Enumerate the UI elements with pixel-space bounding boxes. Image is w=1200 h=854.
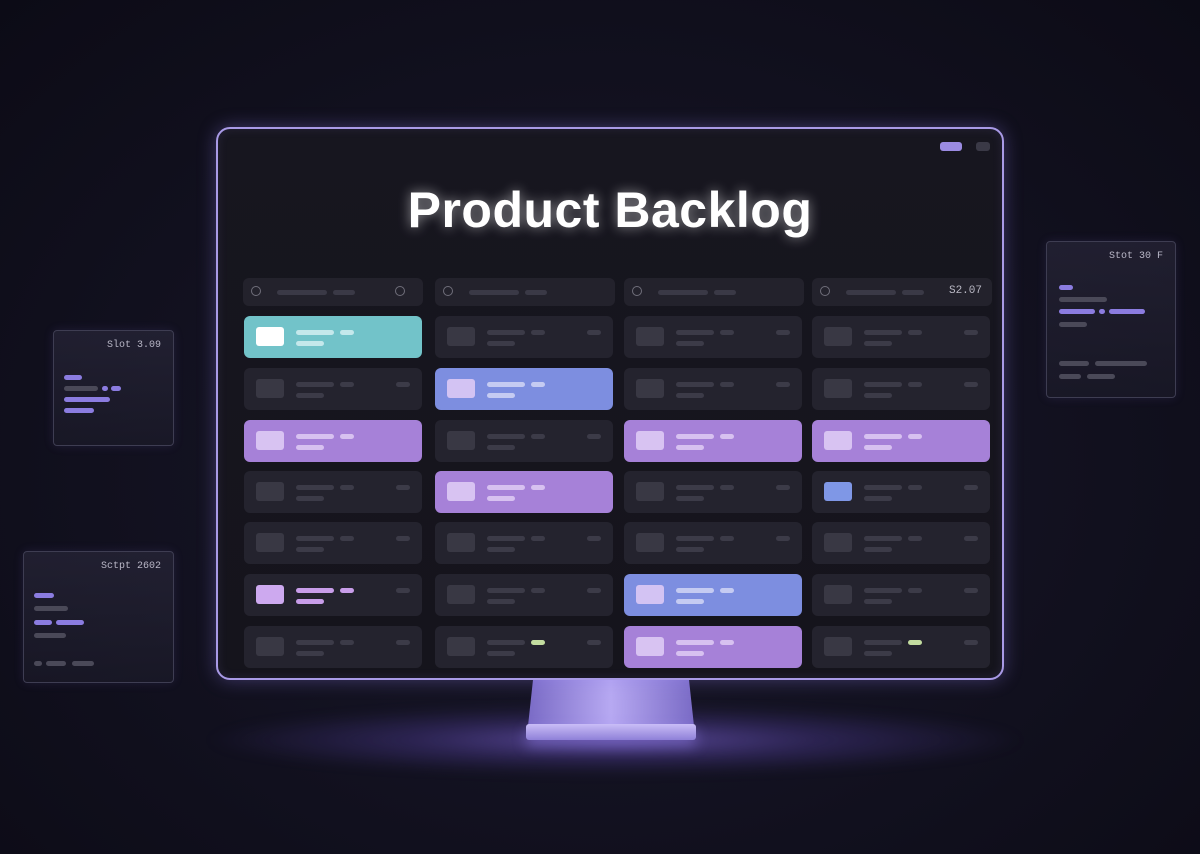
backlog-card[interactable] xyxy=(624,316,802,358)
backlog-card[interactable] xyxy=(244,574,422,616)
backlog-card[interactable] xyxy=(624,420,802,462)
column-header-4[interactable]: S2.07 xyxy=(812,278,992,306)
menu-icon[interactable] xyxy=(976,142,990,151)
page-title: Product Backlog xyxy=(407,182,813,238)
column-header-3[interactable] xyxy=(624,278,804,306)
backlog-card[interactable] xyxy=(812,368,990,410)
monitor-screen: Product Backlog S2.07 xyxy=(216,127,1004,680)
backlog-card[interactable] xyxy=(244,368,422,410)
circle-icon xyxy=(820,286,830,296)
column-header-2[interactable] xyxy=(435,278,615,306)
backlog-card[interactable] xyxy=(244,471,422,513)
play-icon[interactable] xyxy=(395,286,405,296)
monitor-base xyxy=(526,724,696,740)
backlog-card[interactable] xyxy=(435,522,613,564)
backlog-card[interactable] xyxy=(435,471,613,513)
backlog-card[interactable] xyxy=(435,626,613,668)
backlog-card[interactable] xyxy=(812,420,990,462)
window-toggle[interactable] xyxy=(940,142,962,151)
panel-label: Slot 3.09 xyxy=(106,340,161,351)
backlog-card[interactable] xyxy=(244,420,422,462)
backlog-card[interactable] xyxy=(244,316,422,358)
backlog-card[interactable] xyxy=(435,368,613,410)
backlog-card[interactable] xyxy=(624,368,802,410)
backlog-card[interactable] xyxy=(435,574,613,616)
backlog-card[interactable] xyxy=(624,574,802,616)
column-header-1[interactable] xyxy=(243,278,423,306)
backlog-card[interactable] xyxy=(435,420,613,462)
backlog-card[interactable] xyxy=(812,471,990,513)
backlog-card[interactable] xyxy=(244,522,422,564)
monitor-stand xyxy=(528,680,694,726)
column-label: S2.07 xyxy=(948,285,982,297)
backlog-card[interactable] xyxy=(812,522,990,564)
panel-label: Stot 30 F xyxy=(1108,251,1163,262)
floating-panel-right-top: Stot 30 F xyxy=(1046,241,1176,398)
backlog-card[interactable] xyxy=(624,522,802,564)
circle-icon xyxy=(632,286,642,296)
backlog-card[interactable] xyxy=(812,574,990,616)
backlog-card[interactable] xyxy=(244,626,422,668)
backlog-card[interactable] xyxy=(435,316,613,358)
floating-panel-left-bottom: Sctpt 2602 xyxy=(23,551,174,683)
backlog-card[interactable] xyxy=(812,626,990,668)
circle-icon xyxy=(251,286,261,296)
backlog-card[interactable] xyxy=(624,471,802,513)
backlog-card[interactable] xyxy=(624,626,802,668)
circle-icon xyxy=(443,286,453,296)
panel-label: Sctpt 2602 xyxy=(100,561,161,572)
backlog-card[interactable] xyxy=(812,316,990,358)
floating-panel-left-top: Slot 3.09 xyxy=(53,330,174,446)
